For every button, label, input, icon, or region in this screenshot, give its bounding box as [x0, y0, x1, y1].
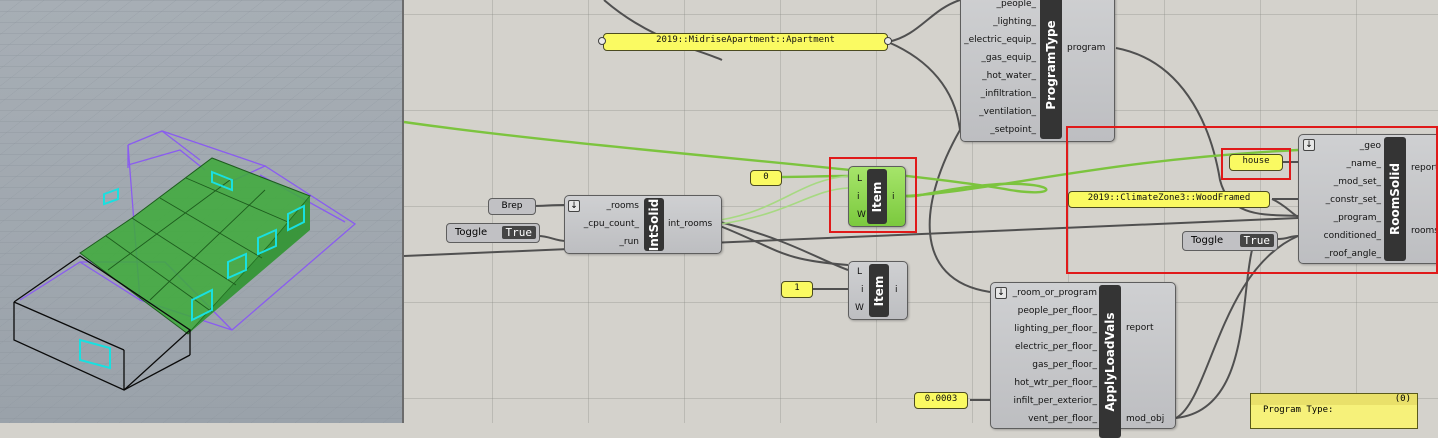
- toggle-value[interactable]: True: [1239, 234, 1274, 247]
- cyan-window: [79, 338, 111, 370]
- input-conditioned[interactable]: conditioned_: [1323, 231, 1381, 241]
- input-electric-per-floor[interactable]: electric_per_floor_: [1014, 342, 1097, 352]
- input-room-or-program[interactable]: _room_or_program: [1012, 288, 1097, 298]
- flatten-icon[interactable]: ↓: [995, 287, 1007, 299]
- panel-path-header: (0): [1251, 394, 1417, 405]
- black-wireframe: [13, 255, 192, 391]
- list-item-component[interactable]: L i W Item i: [848, 261, 908, 320]
- input-infiltration[interactable]: _infiltration_: [980, 89, 1036, 99]
- brep-param[interactable]: Brep: [488, 198, 536, 215]
- applyloadvals-component[interactable]: ↓ _room_or_program people_per_floor_ lig…: [990, 282, 1176, 438]
- infiltration-panel[interactable]: 0.0003: [914, 392, 968, 409]
- programtype-component[interactable]: _people_ _lighting_ _electric_equip_ _ga…: [960, 0, 1115, 142]
- brep-label: Brep: [501, 201, 523, 211]
- input-people-per-floor[interactable]: people_per_floor_: [1017, 306, 1097, 316]
- output-item[interactable]: i: [895, 285, 898, 295]
- input-list[interactable]: L: [857, 174, 863, 184]
- toggle-label: Toggle: [1191, 235, 1224, 246]
- input-wrap[interactable]: W: [855, 303, 864, 313]
- input-rooms[interactable]: _rooms: [606, 201, 639, 211]
- input-roof-angle[interactable]: _roof_angle_: [1324, 249, 1381, 259]
- input-index[interactable]: i: [861, 285, 864, 295]
- construction-set-text: 2019::ClimateZone3::WoodFramed: [1087, 193, 1251, 203]
- rhino-viewport[interactable]: [0, 0, 402, 423]
- input-people[interactable]: _people_: [996, 0, 1036, 9]
- panel-input-grip[interactable]: [598, 37, 606, 45]
- output-report[interactable]: report: [1411, 163, 1438, 173]
- highlight-item: [829, 157, 917, 233]
- input-index[interactable]: i: [857, 192, 860, 202]
- item-title: Item: [872, 275, 886, 306]
- input-ventilation[interactable]: _ventilation_: [979, 107, 1036, 117]
- highlight-room-name: [1221, 148, 1291, 180]
- index-one-panel[interactable]: 1: [781, 281, 813, 298]
- input-lighting-per-floor[interactable]: lighting_per_floor_: [1014, 324, 1097, 334]
- output-int-rooms[interactable]: int_rooms: [668, 219, 713, 229]
- program-type-output-panel[interactable]: (0) Program Type:: [1250, 393, 1418, 429]
- input-list[interactable]: L: [857, 267, 863, 277]
- infiltration-text: 0.0003: [924, 394, 958, 404]
- program-name-text: 2019::MidriseApartment::Apartment: [656, 35, 835, 45]
- flatten-icon[interactable]: ↓: [1303, 139, 1315, 151]
- output-rooms[interactable]: rooms: [1411, 226, 1438, 236]
- input-hot-wtr-per-floor[interactable]: hot_wtr_per_floor_: [1014, 378, 1097, 388]
- list-item-component-selected[interactable]: L i W Item i: [848, 166, 906, 227]
- roomsolid-title-bar[interactable]: RoomSolid: [1384, 137, 1406, 261]
- windows: [103, 170, 305, 322]
- intsolid-component[interactable]: ↓ _rooms _cpu_count_ _run IntSolid int_r…: [564, 195, 722, 254]
- highlight-roomsolid-group: [1066, 126, 1438, 274]
- viewport-scene: [0, 0, 402, 423]
- input-program[interactable]: _program_: [1333, 213, 1381, 223]
- output-program[interactable]: program: [1067, 43, 1106, 53]
- programtype-title: ProgramType: [1044, 20, 1058, 110]
- input-infilt-per-exterior[interactable]: infilt_per_exterior_: [1013, 396, 1097, 406]
- input-setpoint[interactable]: _setpoint_: [990, 125, 1036, 135]
- program-name-panel[interactable]: 2019::MidriseApartment::Apartment: [603, 33, 888, 51]
- panel-content: Program Type:: [1263, 405, 1334, 415]
- input-hot-water[interactable]: _hot_water_: [982, 71, 1036, 81]
- input-name[interactable]: _name_: [1346, 159, 1381, 169]
- applyloadvals-title: ApplyLoadVals: [1103, 312, 1117, 411]
- room-name-panel[interactable]: house: [1229, 154, 1283, 171]
- input-vent-per-floor[interactable]: vent_per_floor_: [1028, 414, 1097, 424]
- input-lighting[interactable]: _lighting_: [993, 17, 1036, 27]
- applyloadvals-title-bar[interactable]: ApplyLoadVals: [1099, 285, 1121, 438]
- intsolid-title-bar[interactable]: IntSolid: [644, 198, 664, 251]
- run-toggle[interactable]: Toggle True: [446, 223, 540, 243]
- input-run[interactable]: _run: [619, 237, 639, 247]
- panel-output-grip[interactable]: [884, 37, 892, 45]
- output-item[interactable]: i: [892, 192, 895, 202]
- output-report[interactable]: report: [1126, 323, 1154, 333]
- output-mod-obj[interactable]: mod_obj: [1126, 414, 1165, 424]
- toggle-label: Toggle: [455, 227, 488, 238]
- input-mod-set[interactable]: _mod_set_: [1333, 177, 1381, 187]
- index-zero-text: 0: [763, 172, 769, 182]
- intsolid-title: IntSolid: [647, 198, 661, 251]
- toggle-value[interactable]: True: [501, 226, 536, 239]
- construction-set-panel[interactable]: 2019::ClimateZone3::WoodFramed: [1068, 191, 1270, 208]
- roomsolid-component[interactable]: ↓ _geo _name_ _mod_set_ _constr_set_ _pr…: [1298, 134, 1438, 264]
- input-cpu-count[interactable]: _cpu_count_: [583, 219, 639, 229]
- input-gas-equip[interactable]: _gas_equip_: [981, 53, 1036, 63]
- flatten-icon[interactable]: ↓: [568, 200, 580, 212]
- index-zero-panel[interactable]: 0: [750, 170, 782, 186]
- room-solid-geometry: [79, 157, 311, 335]
- input-constr-set[interactable]: _constr_set_: [1325, 195, 1381, 205]
- programtype-title-bar[interactable]: ProgramType: [1040, 0, 1062, 139]
- item-title-bar[interactable]: Item: [869, 264, 889, 317]
- room-name-text: house: [1242, 156, 1270, 166]
- item-title-bar[interactable]: Item: [867, 169, 887, 224]
- conditioned-toggle[interactable]: Toggle True: [1182, 231, 1278, 251]
- index-one-text: 1: [794, 283, 800, 293]
- input-electric-equip[interactable]: _electric_equip_: [964, 35, 1036, 45]
- input-geo[interactable]: _geo: [1359, 141, 1381, 151]
- input-wrap[interactable]: W: [857, 210, 866, 220]
- input-gas-per-floor[interactable]: gas_per_floor_: [1032, 360, 1097, 370]
- viewport-divider[interactable]: [402, 0, 404, 423]
